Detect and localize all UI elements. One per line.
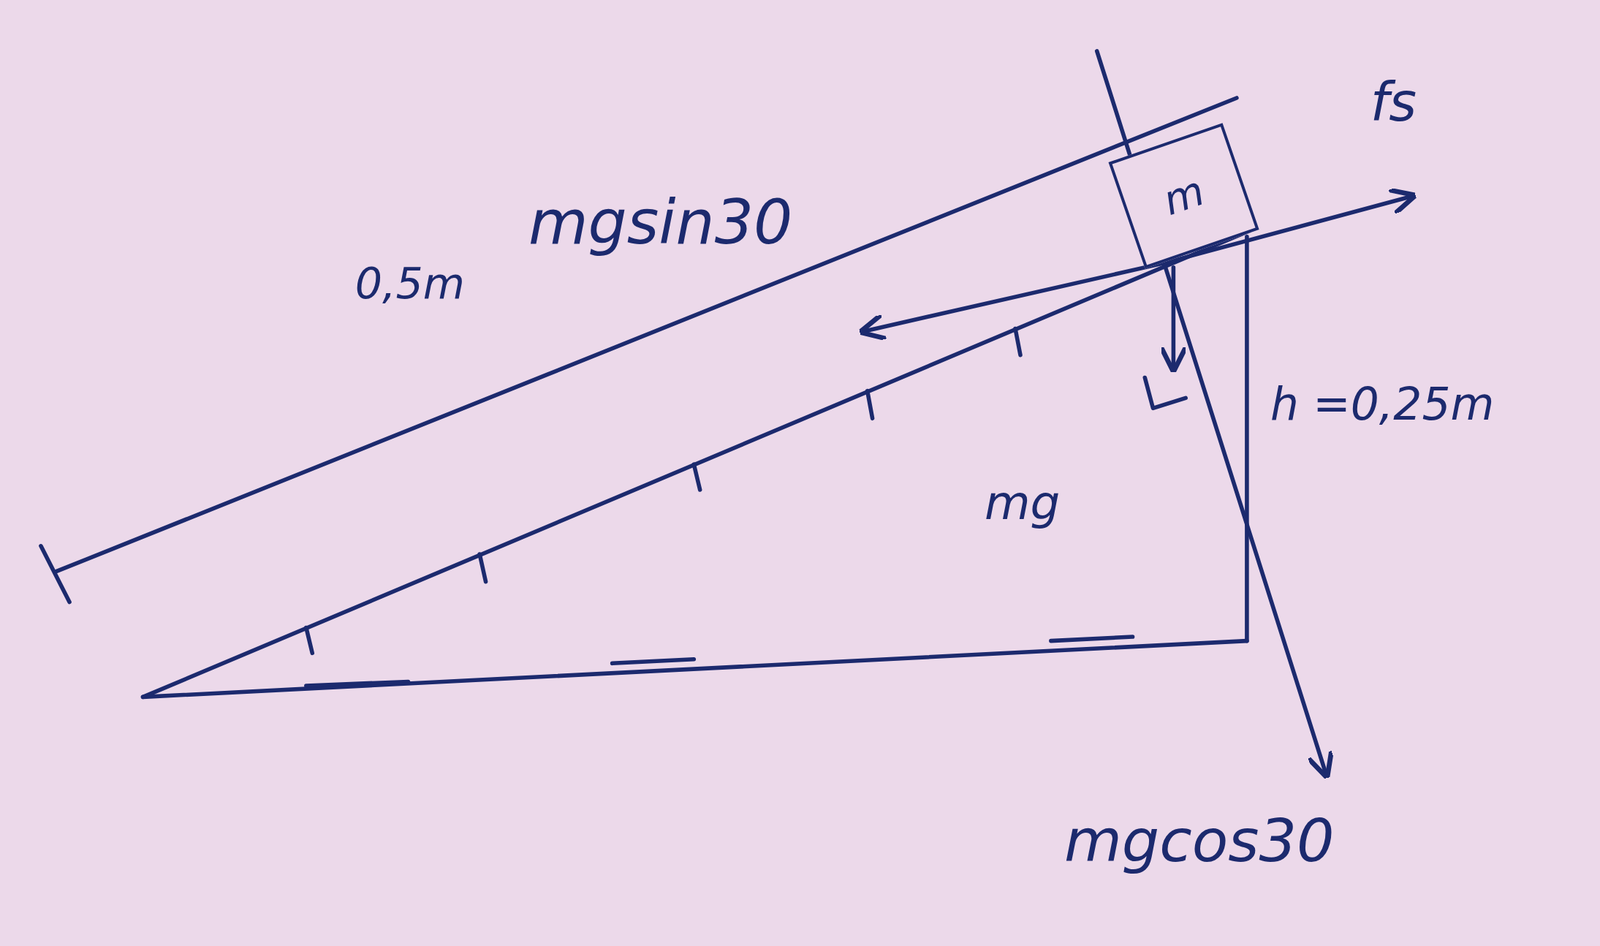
force-label: mg — [981, 477, 1063, 530]
length-dimension: 0,5m — [352, 260, 468, 308]
dimension-tick — [40, 546, 70, 603]
height-dimension: h =0,25m — [1267, 379, 1497, 430]
force-label: fs — [1367, 73, 1420, 133]
mass-label: m — [1157, 166, 1211, 225]
incline-base — [143, 641, 1247, 698]
force-label: mgcos30 — [1061, 808, 1338, 874]
incline-surface — [143, 230, 1251, 697]
block-box: m — [1108, 123, 1260, 269]
base-hatching — [306, 636, 1133, 686]
dimension-line — [56, 97, 1237, 572]
weight-arrow — [1171, 267, 1177, 370]
incline-height — [1244, 236, 1250, 642]
parallel-component-arrow — [862, 263, 1164, 332]
right-angle-mark — [1144, 377, 1186, 408]
force-label: mgsin30 — [525, 188, 796, 256]
surface-hatching — [306, 328, 1021, 653]
